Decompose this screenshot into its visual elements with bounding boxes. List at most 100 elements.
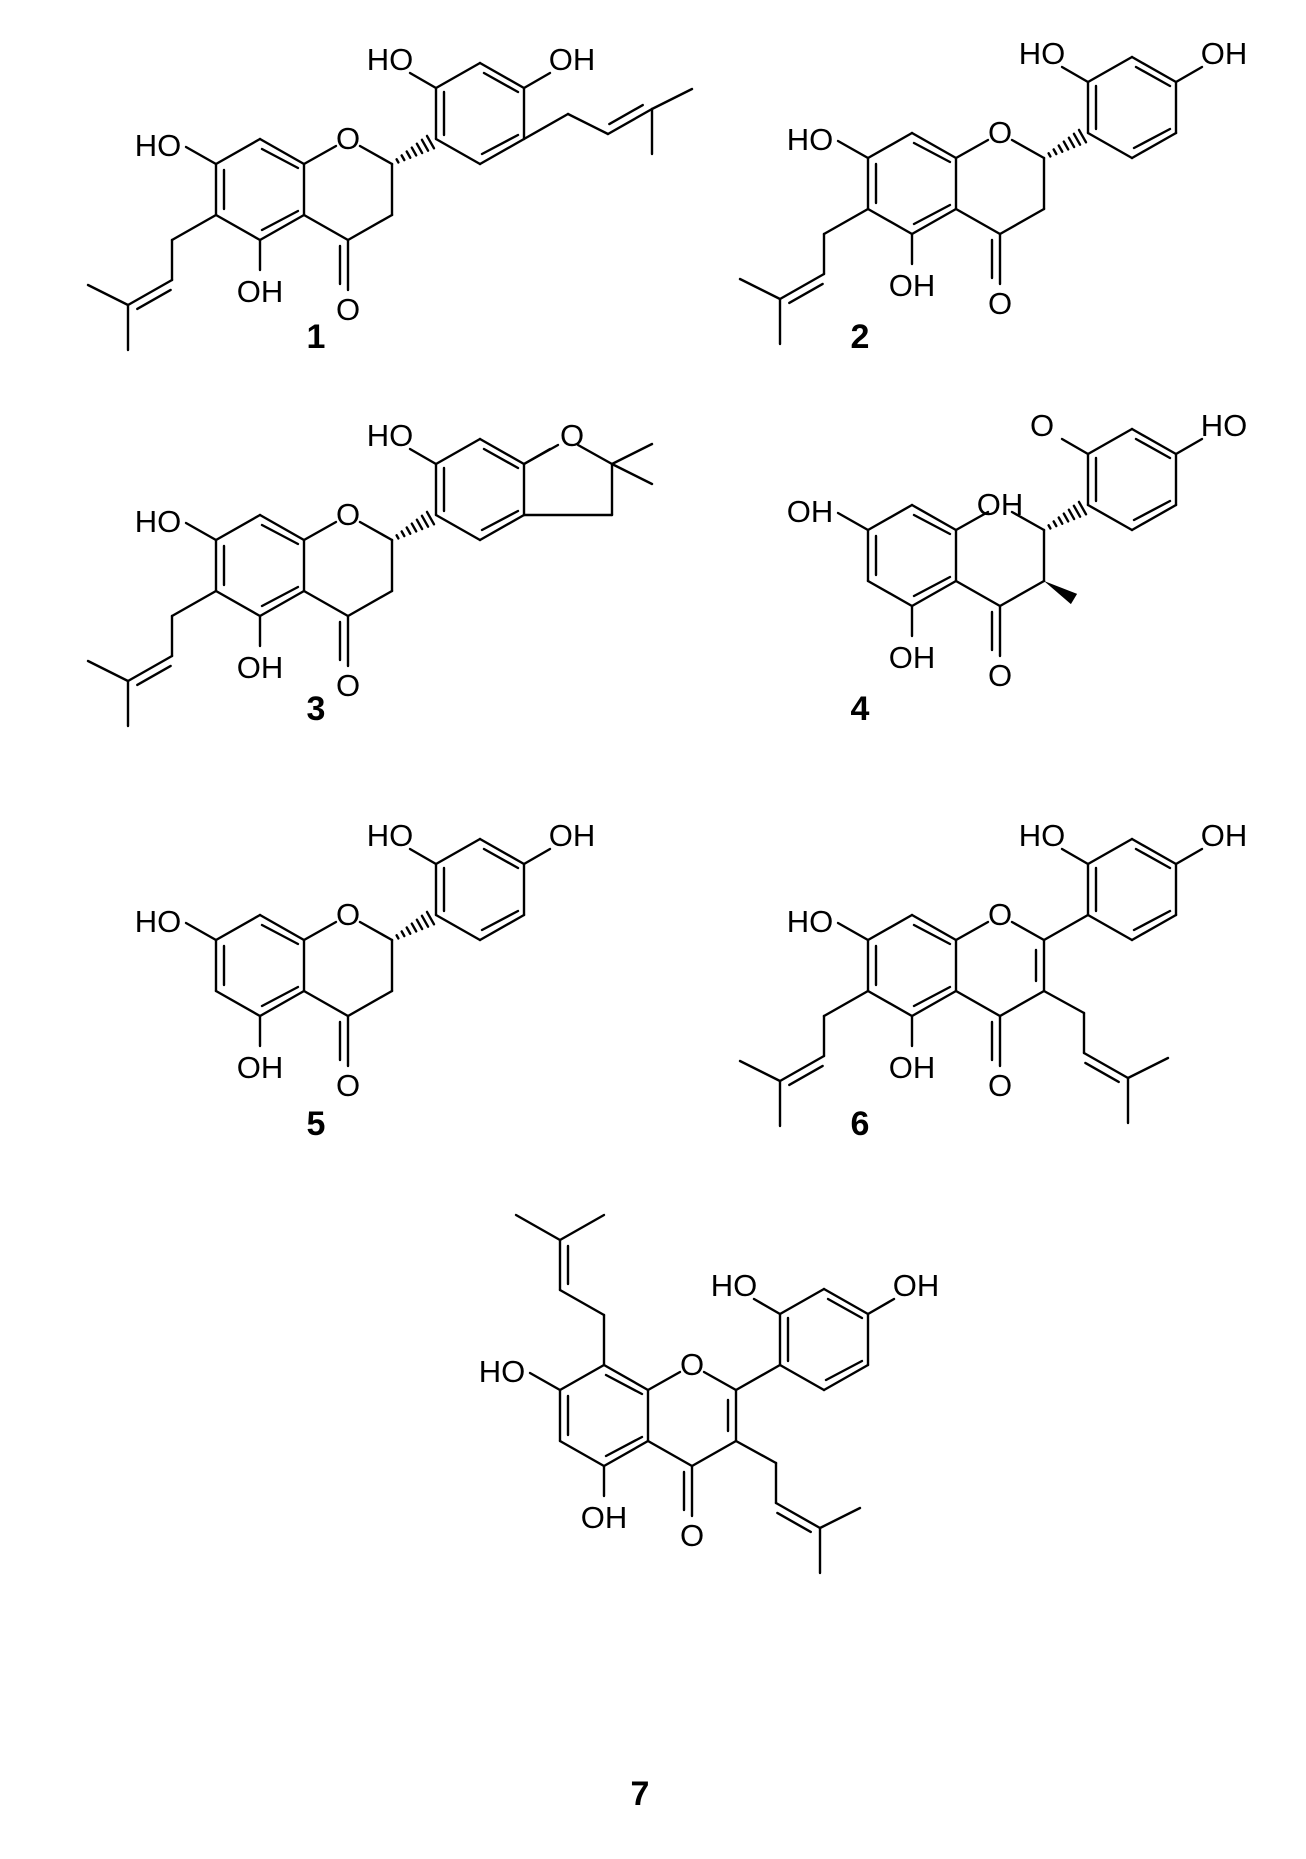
bond	[610, 462, 654, 486]
stereo-hash-mark	[415, 142, 424, 155]
bond	[818, 1506, 862, 1530]
stereo-hash-mark	[425, 134, 436, 150]
bond	[778, 272, 826, 301]
stereo-hash-mark	[1067, 136, 1076, 149]
stereo-hash-mark	[400, 154, 406, 162]
bond	[260, 923, 300, 946]
bond	[866, 913, 914, 942]
bond	[478, 837, 526, 866]
bond	[522, 71, 552, 90]
stereo-hash-mark	[1062, 140, 1070, 151]
compound-number: 2	[851, 318, 870, 356]
bond	[346, 589, 394, 618]
bond	[558, 1363, 606, 1392]
bond	[260, 523, 300, 546]
atom-label: OH	[787, 494, 834, 529]
bond	[646, 1370, 682, 1392]
bond	[910, 207, 958, 236]
stereo-hash-mark	[400, 530, 406, 538]
bond	[1174, 437, 1204, 456]
bond	[214, 989, 262, 1018]
bond	[478, 61, 526, 90]
compound-number: 7	[631, 1775, 650, 1813]
bond	[998, 989, 1046, 1018]
stereo-hash-mark	[410, 522, 418, 533]
atom-label: O	[680, 1518, 704, 1553]
bond	[136, 664, 172, 687]
bond	[434, 437, 482, 466]
stereo-hash-mark	[1047, 152, 1052, 158]
stereo-hash-mark	[425, 910, 436, 926]
bond	[184, 921, 218, 942]
compound-number: 4	[851, 690, 870, 728]
bond	[954, 920, 990, 942]
bond	[522, 847, 552, 866]
bond	[734, 1363, 782, 1392]
bond	[646, 1439, 694, 1468]
bond	[260, 985, 300, 1008]
bond	[434, 513, 482, 542]
bond	[912, 923, 952, 946]
bond	[1084, 1061, 1120, 1084]
stereo-hash-mark	[405, 150, 412, 159]
bond	[954, 510, 990, 532]
bond	[606, 107, 654, 136]
bond	[302, 989, 350, 1018]
bond	[258, 589, 306, 618]
bond	[824, 1359, 864, 1382]
bond	[86, 283, 130, 307]
bond	[1082, 1051, 1130, 1080]
bond	[866, 989, 914, 1018]
bond	[482, 847, 520, 870]
atom-label: O	[680, 1347, 704, 1382]
atom-label: O	[336, 121, 360, 156]
bond	[1130, 837, 1178, 866]
bond	[258, 989, 306, 1018]
atom-label: OH	[549, 818, 596, 853]
bond	[358, 144, 394, 166]
atom-label: O	[336, 1068, 360, 1103]
bond	[1042, 989, 1086, 1015]
atom-label: OH	[977, 487, 1024, 522]
bond	[1130, 427, 1178, 456]
bond	[912, 203, 952, 226]
bond	[910, 503, 958, 532]
compound-number: 5	[307, 1105, 326, 1143]
bond	[126, 654, 174, 683]
bond	[346, 213, 394, 242]
bond	[358, 520, 394, 542]
bond	[954, 207, 1002, 236]
atom-label: OH	[889, 268, 936, 303]
bond	[302, 520, 338, 542]
bond	[346, 989, 394, 1018]
atom-label: O	[1030, 408, 1054, 443]
stereo-hash-mark	[415, 518, 424, 531]
bond	[788, 282, 824, 305]
bond	[522, 112, 570, 141]
compound-number: 3	[307, 690, 326, 728]
bond	[576, 443, 614, 466]
bond	[1126, 1056, 1170, 1080]
bond	[434, 137, 482, 166]
bond	[1086, 55, 1134, 84]
bond	[1010, 510, 1046, 532]
atom-label: O	[988, 286, 1012, 321]
atom-label: HO	[787, 904, 834, 939]
bond	[788, 1064, 824, 1087]
bond	[302, 213, 350, 242]
bond	[866, 1297, 896, 1316]
stereo-hash-mark	[420, 914, 430, 928]
stereo-wedge	[1044, 581, 1078, 605]
bond	[1174, 847, 1204, 866]
bond	[1134, 437, 1172, 460]
bond	[136, 288, 172, 311]
compound-number: 1	[307, 318, 326, 356]
bond	[912, 985, 952, 1008]
bond	[522, 443, 560, 466]
stereo-hash-mark	[1047, 524, 1052, 530]
bond	[1130, 913, 1178, 942]
